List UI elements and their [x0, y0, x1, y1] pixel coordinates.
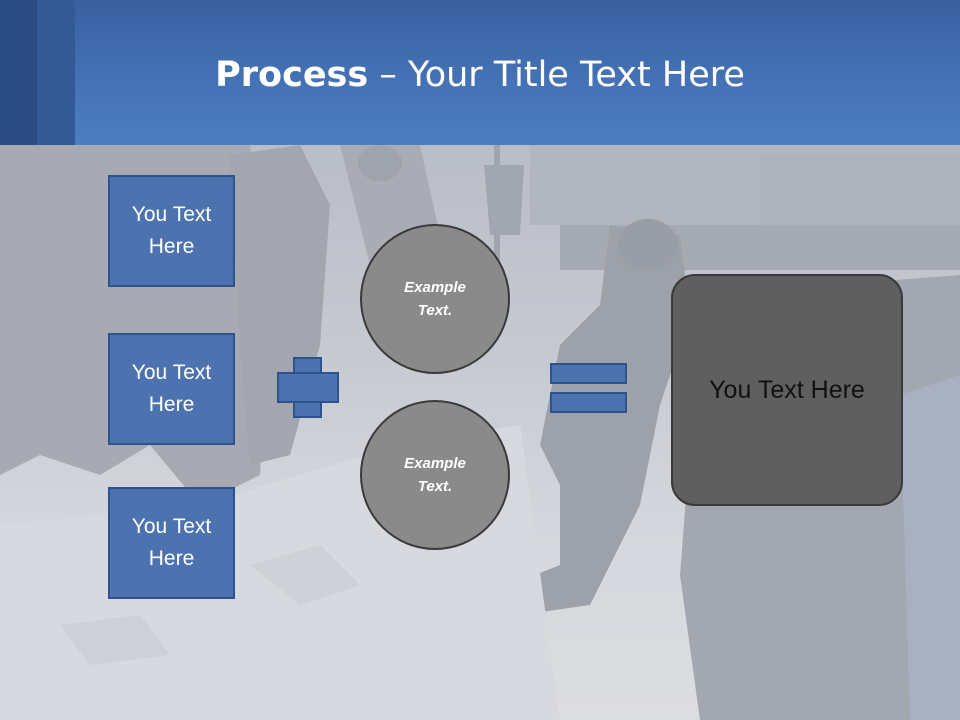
plus-icon-center	[295, 374, 320, 401]
result-label: You Text Here	[709, 375, 865, 404]
text-box-label: You Text Here	[131, 203, 212, 258]
text-box-3[interactable]: You Text Here	[108, 487, 235, 599]
slide-title[interactable]: Process – Your Title Text Here	[0, 54, 960, 96]
circle-label: Example Text.	[404, 455, 466, 495]
text-box-label: You Text Here	[131, 515, 212, 570]
result-box[interactable]: You Text Here	[671, 274, 903, 506]
text-box-label: You Text Here	[131, 361, 212, 416]
circle-label: Example Text.	[404, 279, 466, 319]
equals-icon-top-bar	[550, 363, 627, 384]
example-circle-2[interactable]: Example Text.	[360, 400, 510, 550]
title-bold: Process	[215, 55, 369, 95]
title-separator: –	[368, 55, 408, 95]
title-text: Your Title Text Here	[407, 55, 745, 95]
banner-accent-stripe	[0, 0, 37, 145]
title-banner: Process – Your Title Text Here	[0, 0, 960, 145]
banner-accent-stripe	[37, 0, 75, 145]
text-box-1[interactable]: You Text Here	[108, 175, 235, 287]
example-circle-1[interactable]: Example Text.	[360, 224, 510, 374]
equals-icon-bottom-bar	[550, 392, 627, 413]
text-box-2[interactable]: You Text Here	[108, 333, 235, 445]
